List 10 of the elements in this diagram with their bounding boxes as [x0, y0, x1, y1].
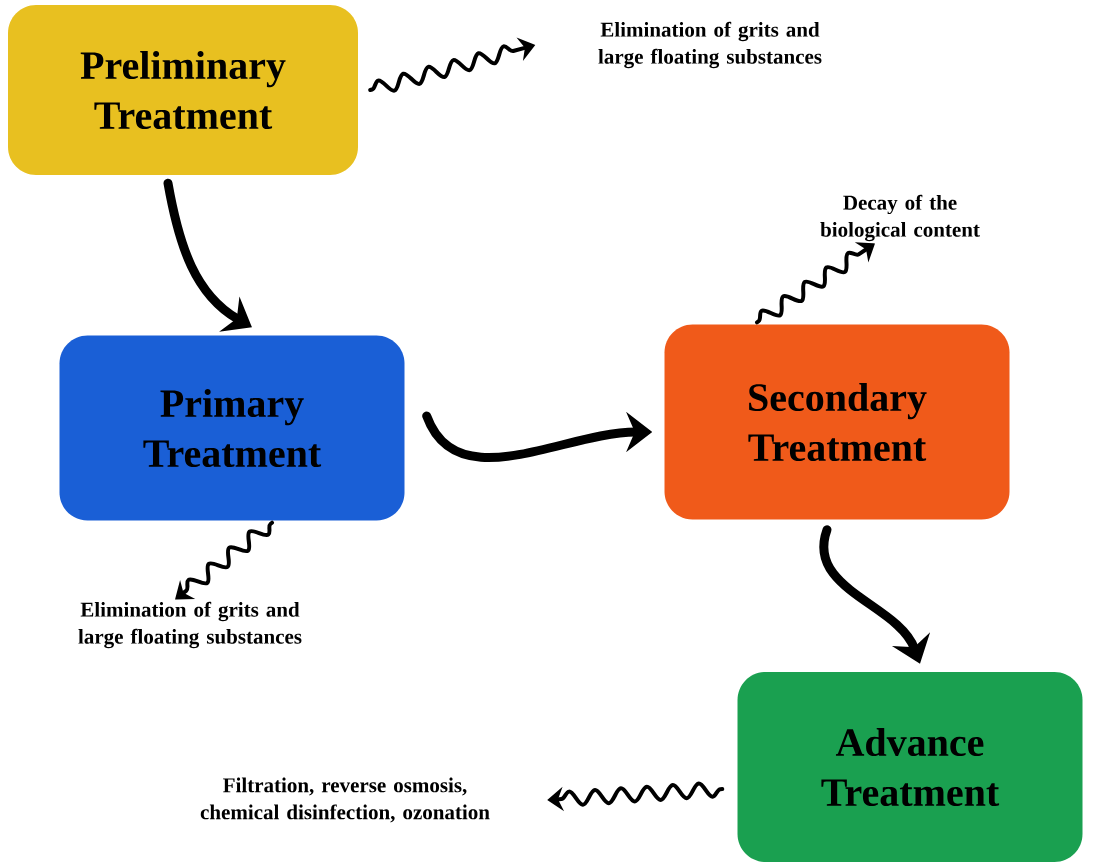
note-text: Filtration, reverse osmosis, chemical disinfection, ozonation: [200, 777, 490, 823]
process-box: Preliminary Treatment: [8, 5, 358, 175]
process-box: Secondary Treatment: [664, 324, 1010, 520]
note-text: Decay of the biological content: [820, 194, 980, 242]
note-text: Elimination of grits and large floating substances: [78, 601, 302, 649]
process-box: Primary Treatment: [59, 335, 405, 521]
process-box: Advance Treatment: [737, 672, 1083, 862]
note-text: Elimination of grits and large floating substances: [598, 21, 822, 69]
wavy-arrow: [175, 520, 274, 600]
wavy-arrow: [755, 242, 875, 325]
